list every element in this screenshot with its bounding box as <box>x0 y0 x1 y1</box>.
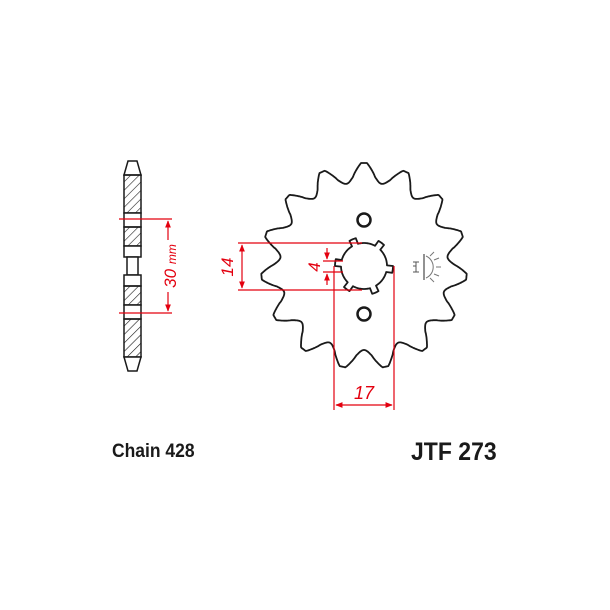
sprocket-front-view <box>260 162 468 369</box>
dimension-spline-tooth <box>323 248 343 285</box>
dimension-spline-diameter-label: 17 <box>354 383 375 403</box>
dimension-spline-height-label: 14 <box>218 258 237 277</box>
side-view <box>123 160 142 372</box>
chain-size-label: Chain 428 <box>112 441 195 462</box>
mounting-hole-top <box>356 212 372 228</box>
rotation-direction-icon <box>413 251 441 283</box>
spline-hub <box>334 237 394 295</box>
dimension-spline-tooth-label: 4 <box>305 262 324 271</box>
dimension-spline-diameter <box>333 266 395 410</box>
mounting-hole-bottom <box>356 306 372 322</box>
dimension-side-width <box>119 218 172 314</box>
dimension-side-width-label: 30 mm <box>161 244 180 288</box>
dimension-spline-height <box>238 242 362 291</box>
part-number-label: JTF 273 <box>411 438 497 466</box>
